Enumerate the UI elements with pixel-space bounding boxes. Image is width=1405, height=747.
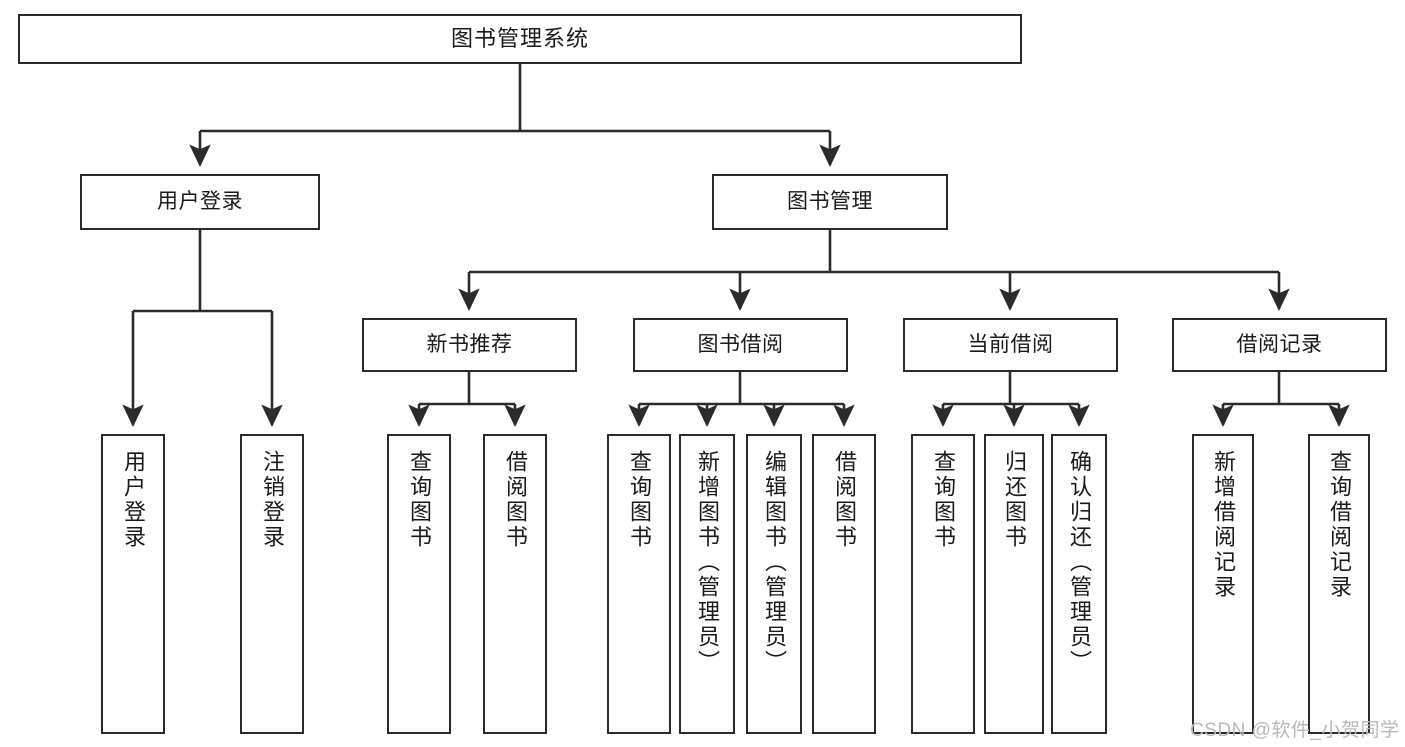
node-book-management-label: 图书管理 (787, 189, 873, 213)
node-leaf-confirm-return[interactable]: 确认归还（管理员） (1051, 434, 1107, 734)
node-leaf-borrow-book-1-label: 借阅图书 (503, 450, 528, 550)
node-leaf-borrow-book-2[interactable]: 借阅图书 (812, 434, 876, 734)
node-leaf-return-book-label: 归还图书 (1002, 450, 1027, 550)
csdn-watermark: CSDN @软件_小贺同学 (1190, 720, 1400, 741)
node-leaf-logout[interactable]: 注销登录 (240, 434, 304, 734)
node-leaf-borrow-book-2-label: 借阅图书 (832, 450, 857, 550)
node-leaf-confirm-return-label: 确认归还（管理员） (1067, 450, 1092, 675)
node-leaf-query-book-3-label: 查询图书 (931, 450, 956, 550)
node-root[interactable]: 图书管理系统 (18, 14, 1022, 64)
node-user-login[interactable]: 用户登录 (80, 174, 320, 230)
node-leaf-query-book-3[interactable]: 查询图书 (911, 434, 975, 734)
node-book-borrow[interactable]: 图书借阅 (633, 318, 848, 372)
node-current-borrow[interactable]: 当前借阅 (903, 318, 1118, 372)
node-current-borrow-label: 当前借阅 (967, 332, 1054, 356)
node-leaf-edit-book[interactable]: 编辑图书（管理员） (746, 434, 802, 734)
node-leaf-query-book-2-label: 查询图书 (627, 450, 652, 550)
node-borrow-record-label: 借阅记录 (1236, 332, 1323, 356)
node-new-book-recommend[interactable]: 新书推荐 (362, 318, 577, 372)
node-leaf-add-record[interactable]: 新增借阅记录 (1192, 434, 1254, 734)
node-leaf-query-book-1-label: 查询图书 (407, 450, 432, 550)
node-leaf-logout-label: 注销登录 (260, 450, 285, 550)
node-leaf-edit-book-label: 编辑图书（管理员） (762, 450, 787, 675)
node-leaf-query-book-2[interactable]: 查询图书 (607, 434, 671, 734)
node-leaf-add-record-label: 新增借阅记录 (1211, 450, 1236, 600)
node-leaf-user-login[interactable]: 用户登录 (101, 434, 165, 734)
node-borrow-record[interactable]: 借阅记录 (1172, 318, 1387, 372)
node-book-management[interactable]: 图书管理 (712, 174, 948, 230)
node-leaf-return-book[interactable]: 归还图书 (984, 434, 1044, 734)
node-new-book-recommend-label: 新书推荐 (426, 332, 513, 356)
node-leaf-add-book-label: 新增图书（管理员） (695, 450, 720, 675)
node-user-login-label: 用户登录 (157, 189, 243, 213)
node-leaf-add-book[interactable]: 新增图书（管理员） (679, 434, 735, 734)
node-leaf-query-book-1[interactable]: 查询图书 (387, 434, 451, 734)
node-leaf-query-record-label: 查询借阅记录 (1327, 450, 1352, 600)
node-leaf-borrow-book-1[interactable]: 借阅图书 (483, 434, 547, 734)
node-root-label: 图书管理系统 (450, 26, 589, 52)
node-leaf-user-login-label: 用户登录 (121, 450, 146, 550)
node-book-borrow-label: 图书借阅 (697, 332, 784, 356)
node-leaf-query-record[interactable]: 查询借阅记录 (1308, 434, 1370, 734)
